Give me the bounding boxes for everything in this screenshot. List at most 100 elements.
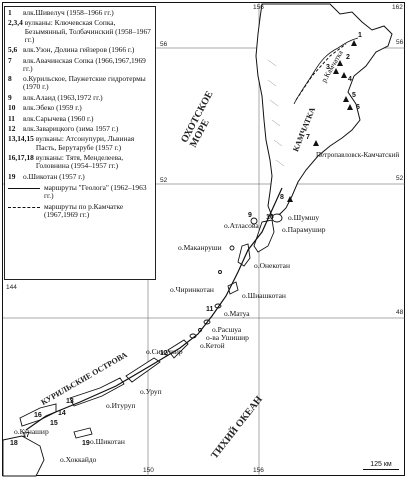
- volcano-markers: [287, 40, 357, 202]
- legend-entry-text: влк.Алаид (1963,1972 гг.): [23, 92, 103, 102]
- label-ketoy: о.Кетой: [200, 341, 225, 350]
- scale-bar: 125 км: [363, 461, 399, 470]
- label-simushir: о.Симушир: [146, 347, 183, 356]
- volcano-marker-7: [313, 140, 319, 146]
- legend-route-text: маршруты "Геолога" (1962–1963 гг.): [44, 182, 147, 200]
- volcano-marker-8: [287, 196, 293, 202]
- scale-label: 125 км: [370, 461, 392, 468]
- lon-label-162-top: 162: [392, 4, 403, 11]
- island-shumshu: [271, 213, 283, 223]
- legend-entry: 5,6 влк.Узон, Долина гейзеров (1966 г.): [8, 45, 152, 55]
- legend-entry: 1 влк.Шивелуч (1958–1966 гг.): [8, 8, 152, 17]
- kamchatka-land: [255, 3, 393, 217]
- label-petropavlovsk: Петропавловск-Камчатский: [316, 151, 400, 159]
- volcano-label-18: 18: [10, 440, 18, 447]
- volcano-label-15: 15: [50, 420, 58, 427]
- legend-route: маршруты "Геолога" (1962–1963 гг.): [8, 182, 152, 200]
- legend: 1 влк.Шивелуч (1958–1966 гг.)2,3,4 вулканы…: [4, 6, 156, 280]
- island-shiashkotan: [227, 281, 239, 295]
- volcano-label-14: 14: [58, 410, 66, 417]
- lon-label-144: 144: [6, 284, 17, 291]
- legend-entry-text: вулканы: Тятя, Менделеева, Головнина (19…: [35, 152, 124, 171]
- legend-entry-number: 7: [8, 55, 12, 65]
- volcano-marker-3: [333, 68, 339, 74]
- legend-entry-number: 11: [8, 113, 15, 123]
- legend-entry-number: 10: [8, 103, 16, 113]
- lon-label-150-bottom: 150: [143, 467, 154, 474]
- volcano-label-6: 6: [356, 104, 360, 111]
- lat-label-56-left: 56: [160, 41, 168, 48]
- legend-entry-number: 9: [8, 92, 12, 102]
- legend-route-swatch: [8, 187, 40, 189]
- label-iturup: о.Итуруп: [106, 401, 136, 410]
- legend-entry-text: влк.Шивелуч (1958–1966 гг.): [23, 8, 114, 17]
- legend-entry-number: 5,6: [8, 45, 18, 55]
- label-shikotan: о.Шикотан: [90, 437, 125, 446]
- legend-entry: 9 влк.Алаид (1963,1972 гг.): [8, 92, 152, 102]
- lat-label-48: 48: [396, 309, 404, 316]
- lat-label-56: 56: [396, 39, 404, 46]
- island-atlasova: [250, 217, 258, 225]
- legend-entry-number: 19: [8, 171, 16, 181]
- island-shikotan: [73, 427, 93, 439]
- label-atlasova: о.Атласова: [224, 221, 259, 230]
- volcano-label-8: 8: [280, 194, 284, 201]
- label-kunashir: о.Кунашир: [14, 427, 49, 436]
- volcano-label-2: 2: [346, 54, 350, 61]
- volcano-marker-6: [347, 104, 353, 110]
- volcano-label-5: 5: [352, 92, 356, 99]
- route-geolog: [25, 187, 283, 431]
- lon-label-156-bottom: 156: [253, 467, 264, 474]
- legend-entry: 10 влк.Эбеко (1959 г.): [8, 103, 152, 113]
- legend-entry: 8 о.Курильское, Паужетские гидротермы (19…: [8, 74, 152, 92]
- label-urup: о.Уруп: [140, 387, 162, 396]
- volcano-label-16: 16: [34, 412, 42, 419]
- volcano-label-13: 13: [66, 398, 74, 405]
- legend-entry-text: о.Шикотан (1957 г.): [23, 171, 85, 181]
- label-chirinkotan: о.Чиринкотан: [170, 285, 214, 294]
- legend-routes: маршруты "Геолога" (1962–1963 гг.) маршру…: [8, 182, 152, 220]
- legend-entry-number: 8: [8, 74, 12, 84]
- volcano-marker-4: [341, 72, 347, 78]
- island-onekotan: [237, 243, 251, 267]
- legend-entry-number: 1: [8, 8, 12, 17]
- island-paramushir: [253, 219, 275, 253]
- legend-route: маршруты по р.Камчатке (1967,1969 гг.): [8, 202, 152, 219]
- island-iturup: [69, 377, 125, 407]
- volcano-label-19: 19: [82, 440, 90, 447]
- label-makanrushi: о.Маканруши: [178, 243, 222, 252]
- legend-entry-number: 2,3,4: [8, 18, 23, 28]
- label-shiashkotan: о.Шиашкотан: [242, 291, 286, 300]
- volcano-label-17: 17: [22, 432, 30, 439]
- volcano-label-1: 1: [358, 32, 362, 39]
- lat-label-52-left: 52: [160, 177, 168, 184]
- volcano-label-11: 11: [206, 306, 214, 313]
- lat-label-52: 52: [396, 175, 404, 182]
- legend-entry-text: вулканы: Атсонупури, Львиная Пасть, Беру…: [35, 134, 135, 152]
- label-hokkaido: о.Хоккайдо: [60, 455, 97, 464]
- legend-entry-text: влк.Узон, Долина гейзеров (1966 г.): [23, 45, 135, 55]
- label-rasshua: о.Расшуа: [212, 325, 242, 334]
- legend-entry-text: влк.Заварицкого (зима 1957 г.): [23, 123, 119, 133]
- volcano-marker-5: [343, 96, 349, 102]
- label-paramushir: о.Парамушир: [282, 225, 326, 234]
- ridge-hatching: [267, 59, 285, 167]
- label-shumshu: о.Шумшу: [288, 213, 320, 222]
- legend-entry-text: о.Курильское, Паужетские гидротермы (197…: [23, 74, 146, 92]
- volcano-marker-2: [337, 60, 343, 66]
- label-matua: о.Матуа: [224, 309, 250, 318]
- scale-line: [363, 469, 399, 470]
- legend-entry-number: 16,17,18: [8, 152, 34, 162]
- lon-label-156-top: 156: [253, 4, 264, 11]
- legend-route-swatch: [8, 207, 40, 209]
- route-kamchatka-river: [295, 43, 347, 101]
- legend-entry-text: влк.Эбеко (1959 г.): [23, 103, 82, 113]
- volcano-label-7: 7: [306, 134, 310, 141]
- volcano-marker-1: [351, 40, 357, 46]
